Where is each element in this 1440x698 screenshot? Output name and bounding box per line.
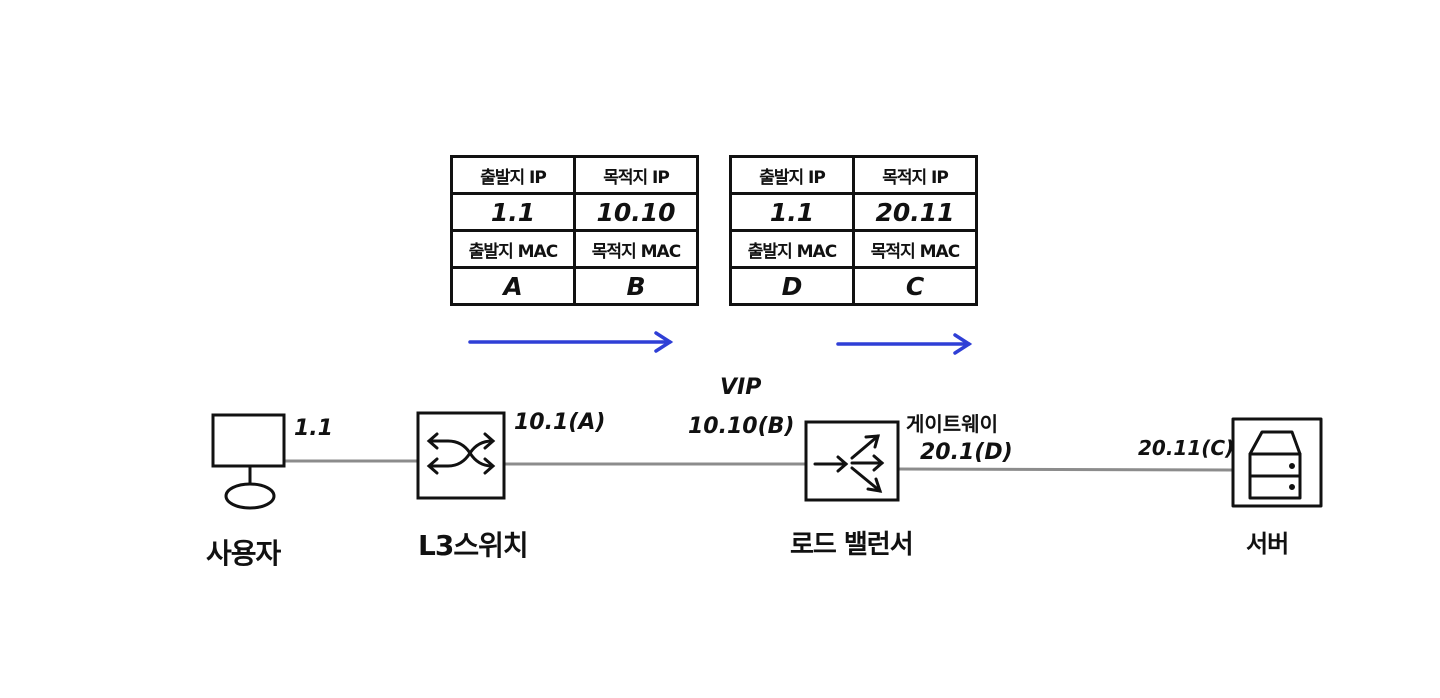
src-ip-label: 출발지 IP — [450, 155, 576, 195]
server-name-label: 서버 — [1246, 530, 1289, 558]
src-mac-label: 출발지 MAC — [729, 229, 855, 269]
load-balancer-icon — [804, 420, 900, 502]
src-mac-value: D — [729, 266, 855, 306]
monitor-icon — [211, 413, 286, 510]
user-name-label: 사용자 — [206, 537, 281, 570]
src-ip-value: 1.1 — [729, 192, 855, 232]
dst-ip-value: 20.11 — [852, 192, 978, 232]
packet-header-table-2: 출발지 IP 목적지 IP 1.1 20.11 출발지 MAC 목적지 MAC … — [729, 155, 978, 306]
dst-mac-value: B — [573, 266, 699, 306]
flow-arrow-2 — [836, 333, 973, 355]
switch-icon — [416, 411, 506, 500]
dst-ip-label: 목적지 IP — [573, 155, 699, 195]
flow-arrow-1 — [468, 331, 674, 353]
vip-label: VIP — [720, 375, 762, 400]
server-icon — [1231, 417, 1323, 508]
link-lb-server — [897, 467, 1234, 472]
dst-mac-value: C — [852, 266, 978, 306]
packet-header-table-1: 출발지 IP 목적지 IP 1.1 10.10 출발지 MAC 목적지 MAC … — [450, 155, 699, 306]
src-mac-label: 출발지 MAC — [450, 229, 576, 269]
dst-mac-label: 목적지 MAC — [852, 229, 978, 269]
vip-address-label: 10.10(B) — [688, 414, 795, 439]
src-ip-value: 1.1 — [450, 192, 576, 232]
gateway-label: 게이트웨이 — [906, 412, 998, 436]
src-ip-label: 출발지 IP — [729, 155, 855, 195]
user-ip-label: 1.1 — [294, 416, 333, 441]
src-mac-value: A — [450, 266, 576, 306]
dst-mac-label: 목적지 MAC — [573, 229, 699, 269]
switch-ip-label: 10.1(A) — [514, 410, 606, 435]
dst-ip-value: 10.10 — [573, 192, 699, 232]
switch-name-label: L3스위치 — [418, 529, 529, 562]
dst-ip-label: 목적지 IP — [852, 155, 978, 195]
server-ip-label: 20.11(C) — [1138, 436, 1235, 460]
lb-name-label: 로드 밸런서 — [790, 530, 914, 560]
gateway-address-label: 20.1(D) — [920, 440, 1013, 465]
